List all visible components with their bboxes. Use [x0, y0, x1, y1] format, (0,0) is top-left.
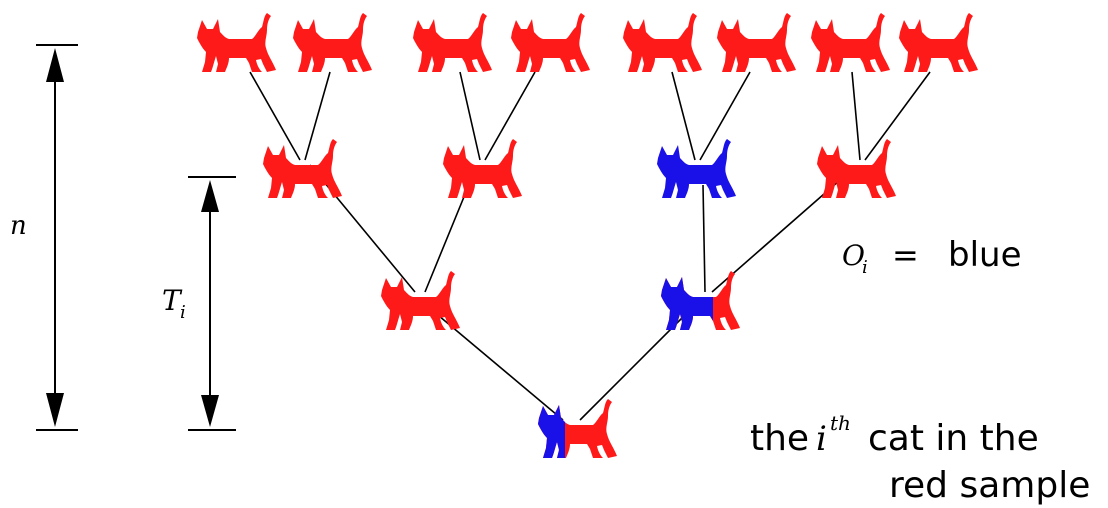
cat-root-mixed-icon — [538, 399, 617, 458]
arrow-down-icon — [46, 393, 64, 427]
arrow-up-icon — [46, 48, 64, 82]
cat-red-icon — [381, 271, 460, 330]
tree-line — [864, 71, 931, 161]
o-subscript: i — [862, 257, 868, 278]
n-bracket — [36, 44, 78, 431]
cat-row-second — [263, 139, 896, 198]
tree-lines — [249, 71, 931, 421]
tree-line — [304, 71, 331, 161]
cat-red-icon — [413, 13, 492, 72]
cat-mixed-icon — [661, 271, 740, 330]
t-symbol: T — [162, 284, 183, 317]
cat-red-icon — [899, 13, 978, 72]
tree-line — [459, 71, 481, 161]
o-label: O i = blue — [842, 235, 1022, 278]
cat-blue-icon — [657, 139, 736, 198]
tree-line — [579, 299, 701, 421]
cat-red-icon — [623, 13, 702, 72]
cat-red-icon — [263, 139, 342, 198]
cat-row-third — [381, 271, 740, 330]
t-subscript: i — [180, 302, 186, 323]
caption-prefix: the — [750, 418, 809, 459]
arrow-down-icon — [201, 395, 219, 427]
cat-red-icon — [717, 13, 796, 72]
n-label: n — [10, 211, 27, 241]
o-symbol: O — [842, 239, 865, 272]
arrow-up-icon — [201, 180, 219, 212]
tree-line — [699, 71, 751, 161]
caption: the i th cat in the red sample — [750, 411, 1090, 506]
tree-line — [419, 299, 564, 421]
tree-line — [249, 71, 301, 161]
tree-line — [671, 71, 696, 161]
t-label: T i — [162, 284, 186, 323]
cat-row-top — [197, 13, 978, 72]
caption-superscript: th — [830, 411, 851, 435]
caption-line1-rest: cat in the — [868, 418, 1039, 459]
o-value: blue — [948, 235, 1022, 275]
cat-red-icon — [811, 13, 890, 72]
tree-line — [702, 184, 706, 293]
cat-red-icon — [197, 13, 276, 72]
tree-line — [484, 71, 536, 161]
o-equals: = — [892, 236, 919, 274]
cat-red-icon — [443, 139, 522, 198]
t-bracket — [188, 176, 236, 431]
caption-symbol: i — [816, 419, 827, 459]
cat-red-icon — [511, 13, 590, 72]
tree-line — [851, 71, 861, 161]
cat-red-icon — [293, 13, 372, 72]
cat-red-icon — [817, 139, 896, 198]
caption-line2: red sample — [889, 465, 1090, 506]
